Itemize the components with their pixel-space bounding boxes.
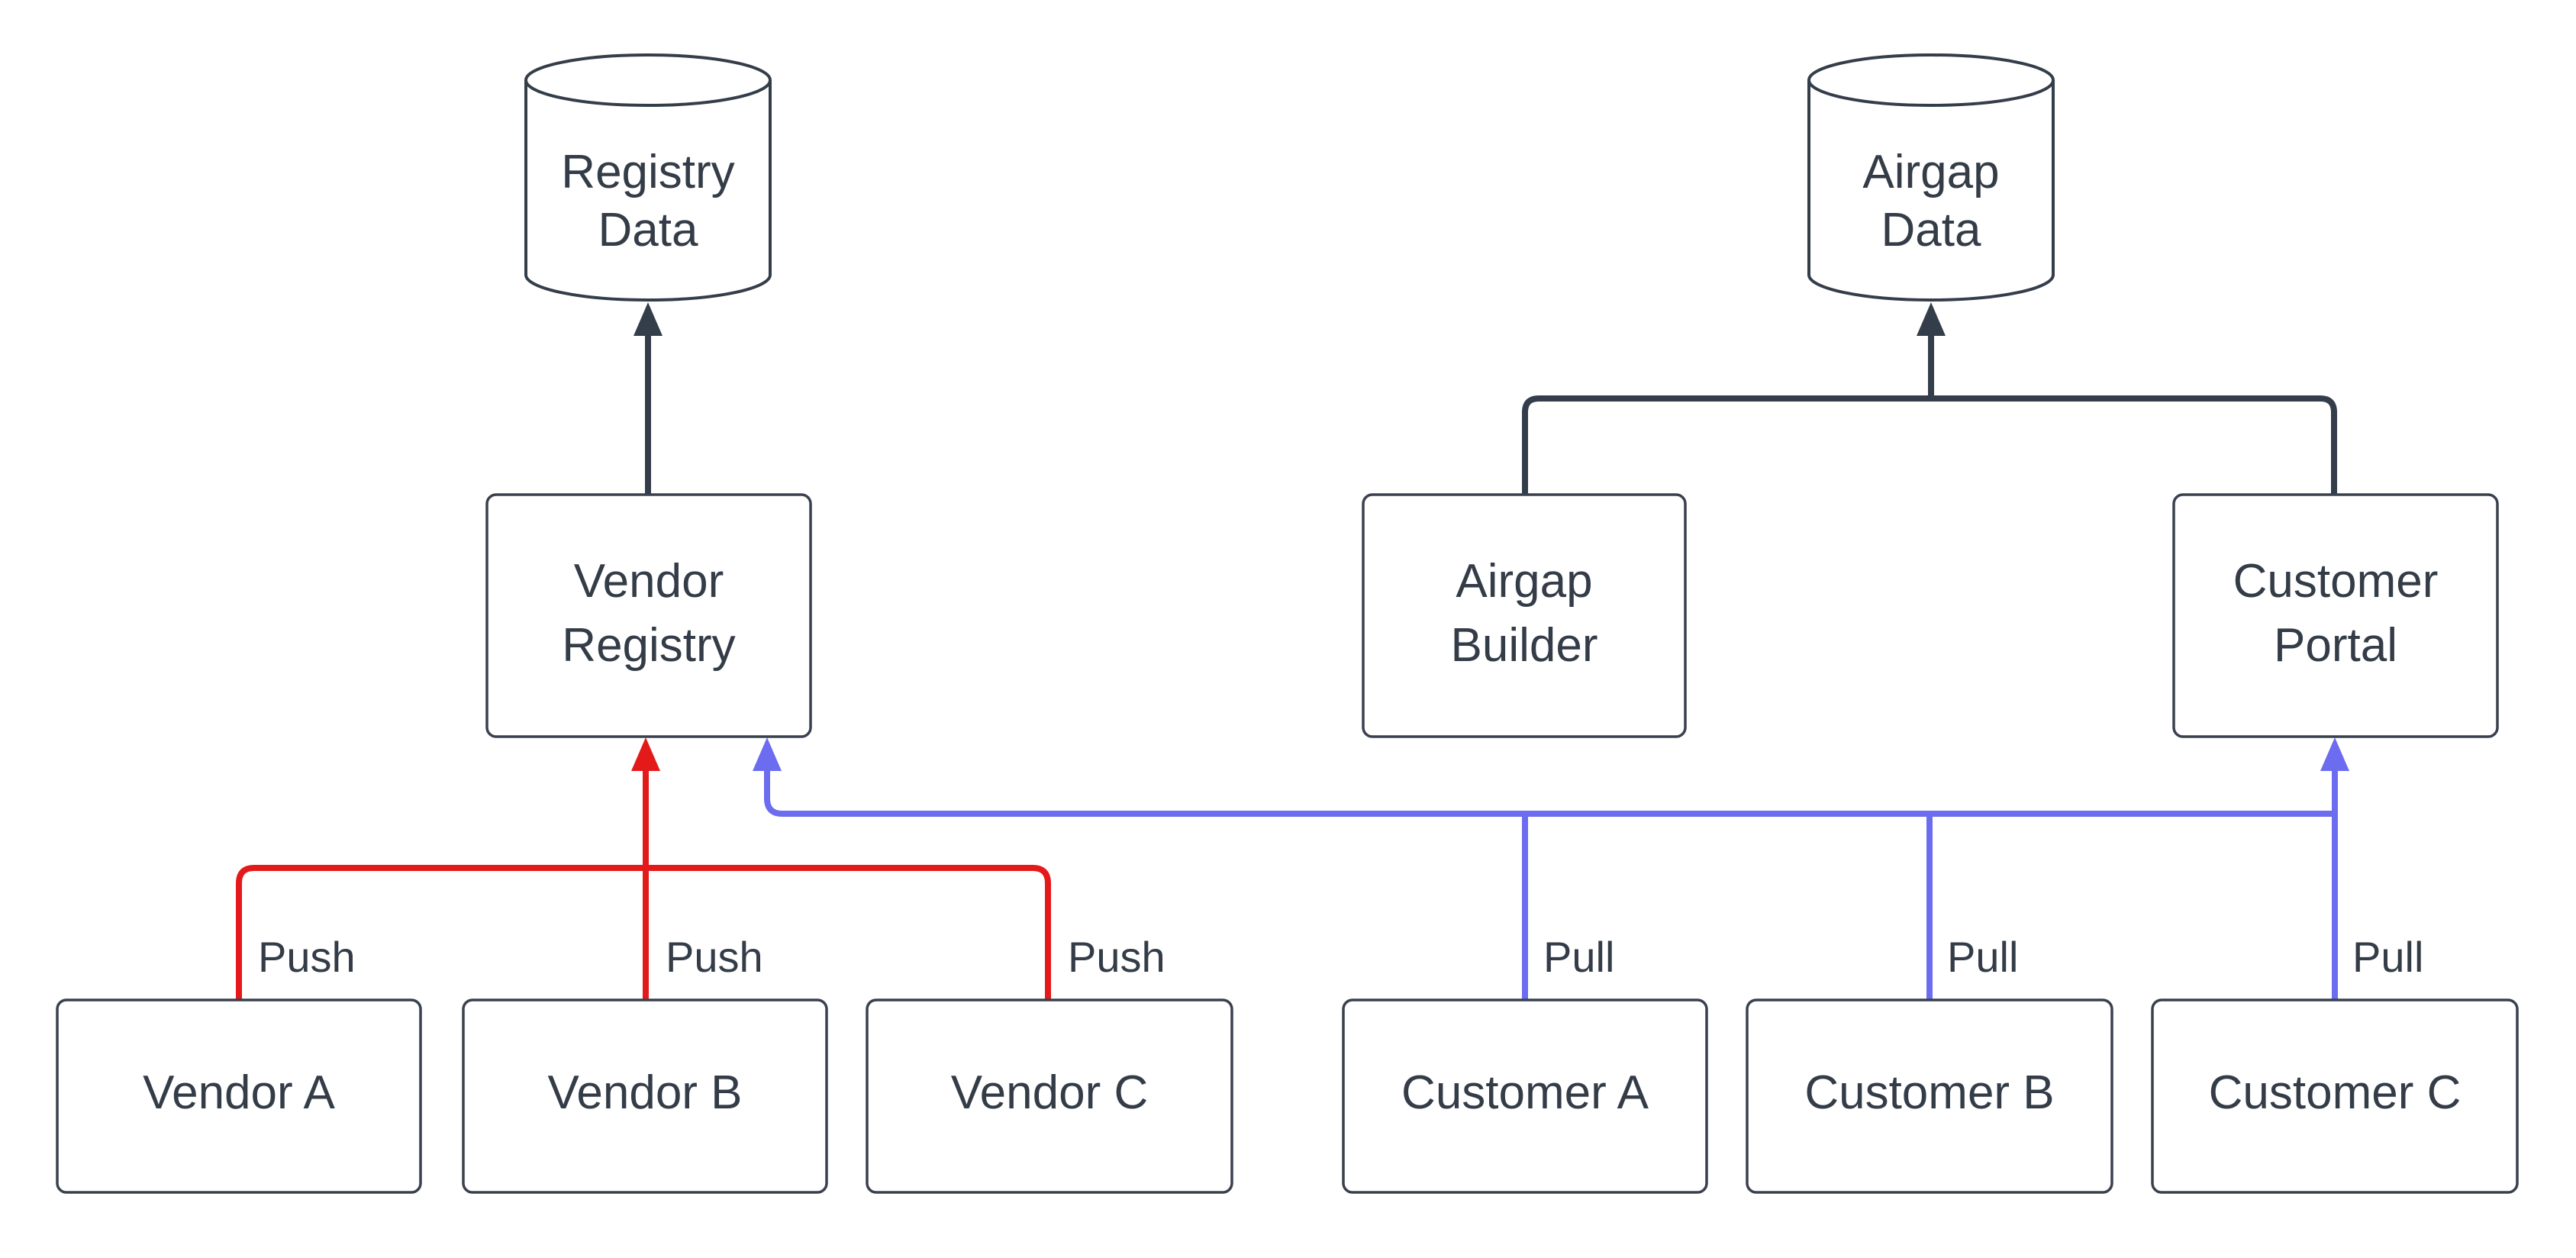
node-label: Vendor bbox=[574, 555, 724, 608]
node-box bbox=[866, 998, 1233, 1194]
edge-pull-trunk bbox=[753, 737, 2349, 1000]
node-vendor-registry: Vendor Registry bbox=[485, 493, 812, 738]
node-label: Vendor B bbox=[547, 1066, 742, 1119]
node-label: Airgap bbox=[1862, 146, 1999, 198]
node-label: Customer C bbox=[2209, 1066, 2462, 1119]
edge-line-pull-trunk bbox=[764, 766, 2335, 817]
node-label: Builder bbox=[1451, 619, 1598, 672]
edge-label-push-a: Push bbox=[258, 933, 356, 981]
edge-push-trunk bbox=[236, 737, 1051, 1000]
node-label: Registry bbox=[561, 146, 734, 198]
edge-label-pull-c: Pull bbox=[2352, 933, 2423, 981]
edge-line-bracket bbox=[1522, 395, 2337, 495]
node-vendor-b: Vendor B bbox=[462, 998, 828, 1194]
edge-label-push-c: Push bbox=[1068, 933, 1165, 981]
edge-label-pull-b: Pull bbox=[1947, 933, 2018, 981]
node-label: Customer A bbox=[1401, 1066, 1649, 1119]
edge-builder-portal-to-airgap-data bbox=[1522, 302, 2337, 495]
node-vendor-a: Vendor A bbox=[56, 998, 422, 1194]
database-cylinder-icon bbox=[1807, 53, 2055, 302]
node-box bbox=[485, 493, 812, 738]
node-label: Vendor C bbox=[951, 1066, 1149, 1119]
cylinder-rim bbox=[524, 79, 772, 107]
arrowhead-up-icon bbox=[631, 737, 660, 771]
node-label: Vendor A bbox=[143, 1066, 335, 1119]
node-airgap-data: Airgap Data bbox=[1807, 53, 2055, 302]
node-box bbox=[2151, 998, 2519, 1194]
edge-label-pull-a: Pull bbox=[1543, 933, 1614, 981]
node-box bbox=[56, 998, 422, 1194]
cylinder-rim bbox=[1807, 79, 2055, 107]
node-label: Customer B bbox=[1804, 1066, 2054, 1119]
node-label: Registry bbox=[562, 619, 735, 672]
node-airgap-builder: Airgap Builder bbox=[1362, 493, 1687, 738]
node-label: Portal bbox=[2274, 619, 2397, 672]
arrowhead-up-icon bbox=[2320, 737, 2349, 771]
edge-label-push-b: Push bbox=[666, 933, 763, 981]
node-label: Data bbox=[1881, 204, 1981, 256]
node-label: Data bbox=[598, 204, 698, 256]
node-customer-c: Customer C bbox=[2151, 998, 2519, 1194]
node-vendor-c: Vendor C bbox=[866, 998, 1233, 1194]
arrowhead-up-icon bbox=[634, 302, 663, 336]
node-box bbox=[462, 998, 828, 1194]
node-label: Airgap bbox=[1456, 555, 1592, 608]
node-box bbox=[1746, 998, 2113, 1194]
node-customer-b: Customer B bbox=[1746, 998, 2113, 1194]
arrowhead-up-icon bbox=[1917, 302, 1946, 336]
node-customer-a: Customer A bbox=[1342, 998, 1708, 1194]
node-box bbox=[1342, 998, 1708, 1194]
arrowhead-up-icon bbox=[753, 737, 782, 771]
node-customer-portal: Customer Portal bbox=[2172, 493, 2499, 738]
node-box bbox=[2172, 493, 2499, 738]
database-cylinder-icon bbox=[524, 53, 772, 302]
edge-vendor-registry-to-registry-data bbox=[634, 302, 663, 495]
node-registry-data: Registry Data bbox=[524, 53, 772, 302]
node-box bbox=[1362, 493, 1687, 738]
node-label: Customer bbox=[2233, 555, 2439, 608]
